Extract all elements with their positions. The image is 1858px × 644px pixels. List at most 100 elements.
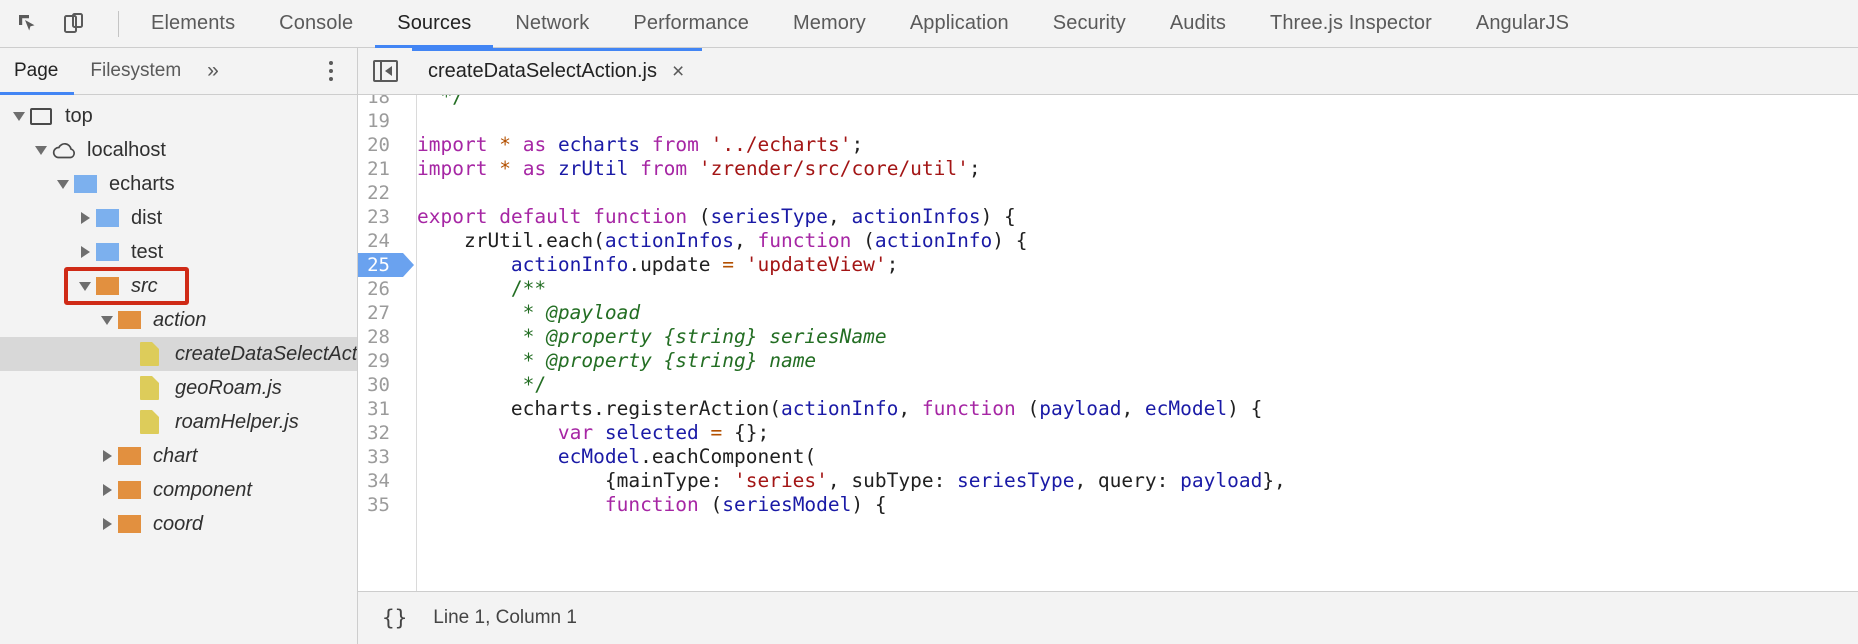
tree-row-georoam[interactable]: geoRoam.js [0,371,357,405]
navigator-options-icon[interactable] [323,48,339,94]
code-token: payload [1039,397,1122,420]
tab-angularjs[interactable]: AngularJS [1454,0,1591,47]
tab-memory[interactable]: Memory [771,0,888,47]
tree-row-localhost[interactable]: localhost [0,133,357,167]
line-number[interactable]: 24 [367,230,390,252]
tree-row-dist[interactable]: dist [0,201,357,235]
tree-row-action[interactable]: action [0,303,357,337]
tree-row-chart[interactable]: chart [0,439,357,473]
line-number[interactable]: 32 [367,422,390,444]
line-number[interactable]: 29 [367,350,390,372]
chevron-down-icon[interactable] [52,179,74,189]
line-number[interactable]: 21 [367,158,390,180]
tab-elements[interactable]: Elements [129,0,257,47]
code-token: , [827,205,852,228]
tree-row-component[interactable]: component [0,473,357,507]
code-line[interactable]: 33 ecModel.eachComponent( [358,445,1858,469]
code-line[interactable]: 26 /** [358,277,1858,301]
tree-row-roamhelper[interactable]: roamHelper.js [0,405,357,439]
tree-row-top[interactable]: top [0,99,357,133]
tab-audits[interactable]: Audits [1148,0,1248,47]
chevron-down-icon[interactable] [74,281,96,291]
code-token [511,157,523,180]
line-number-marked[interactable]: 25 [358,253,414,277]
code-token: function [757,229,852,252]
line-number[interactable]: 33 [367,446,390,468]
code-line[interactable]: 32 var selected = {}; [358,421,1858,445]
line-number[interactable]: 23 [367,206,390,228]
inspect-element-icon[interactable] [12,8,44,40]
tab-network[interactable]: Network [493,0,611,47]
pretty-print-icon[interactable]: {} [382,606,408,630]
line-number[interactable]: 20 [367,134,390,156]
file-tree[interactable]: top localhost echarts [0,95,357,644]
code-line[interactable]: 18 */ [358,95,1858,109]
line-number[interactable]: 22 [367,182,390,204]
code-line[interactable]: 35 function (seriesModel) { [358,493,1858,517]
chevron-down-icon[interactable] [30,145,52,155]
nav-tab-filesystem[interactable]: Filesystem [74,48,197,94]
more-tabs-icon[interactable]: » [207,59,219,82]
chevron-right-icon[interactable] [96,484,118,496]
code-line[interactable]: 29 * @property {string} name [358,349,1858,373]
editor-tab-createdataselectaction[interactable]: createDataSelectAction.js × [412,48,703,94]
code-token: actionInfos [851,205,981,228]
line-number[interactable]: 34 [367,470,390,492]
code-line[interactable]: 25 actionInfo.update = 'updateView'; [358,253,1858,277]
code-text: actionInfo.update = 'updateView'; [403,253,898,277]
code-token [699,133,711,156]
tab-application[interactable]: Application [888,0,1031,47]
code-token: * @property {string} seriesName [522,325,887,348]
tab-performance[interactable]: Performance [611,0,771,47]
code-token: ( [851,229,875,252]
tab-sources[interactable]: Sources [375,0,494,48]
code-line[interactable]: 27 * @payload [358,301,1858,325]
tree-row-echarts[interactable]: echarts [0,167,357,201]
code-token: 'updateView' [745,253,887,276]
line-number[interactable]: 35 [367,494,390,516]
chevron-right-icon[interactable] [96,450,118,462]
code-line[interactable]: 28 * @property {string} seriesName [358,325,1858,349]
tab-security[interactable]: Security [1031,0,1148,47]
tree-row-label: src [131,275,158,297]
code-line[interactable]: 19 [358,109,1858,133]
line-number[interactable]: 31 [367,398,390,420]
line-number[interactable]: 18 [367,95,390,108]
tree-row-src[interactable]: src [0,267,357,305]
code-text: echarts.registerAction(actionInfo, funct… [403,397,1262,421]
close-icon[interactable]: × [672,59,685,83]
chevron-down-icon[interactable] [96,315,118,325]
tab-console[interactable]: Console [257,0,375,47]
code-line[interactable]: 31 echarts.registerAction(actionInfo, fu… [358,397,1858,421]
nav-tab-page[interactable]: Page [0,48,75,95]
code-line[interactable]: 30 */ [358,373,1858,397]
code-line[interactable]: 34 {mainType: 'series', subType: seriesT… [358,469,1858,493]
show-navigator-icon[interactable] [358,48,412,94]
code-text: */ [403,373,546,397]
code-token: ( [687,205,711,228]
line-number[interactable]: 19 [367,110,390,132]
line-number[interactable]: 26 [367,278,390,300]
code-line[interactable]: 22 [358,181,1858,205]
chevron-right-icon[interactable] [74,246,96,258]
device-toolbar-icon[interactable] [58,8,90,40]
chevron-right-icon[interactable] [74,212,96,224]
tab-threejs-inspector[interactable]: Three.js Inspector [1248,0,1454,47]
chevron-right-icon[interactable] [96,518,118,530]
line-number[interactable]: 27 [367,302,390,324]
tree-row-test[interactable]: test [0,235,357,269]
code-text: zrUtil.each(actionInfos, function (actio… [403,229,1028,253]
code-token [546,157,558,180]
code-line[interactable]: 24 zrUtil.each(actionInfos, function (ac… [358,229,1858,253]
tree-row-coord[interactable]: coord [0,507,357,541]
tree-row-createdataselectaction[interactable]: createDataSelectAction.js [0,337,357,371]
line-number[interactable]: 28 [367,326,390,348]
line-number[interactable]: 30 [367,374,390,396]
chevron-down-icon[interactable] [8,111,30,121]
code-token [687,157,699,180]
